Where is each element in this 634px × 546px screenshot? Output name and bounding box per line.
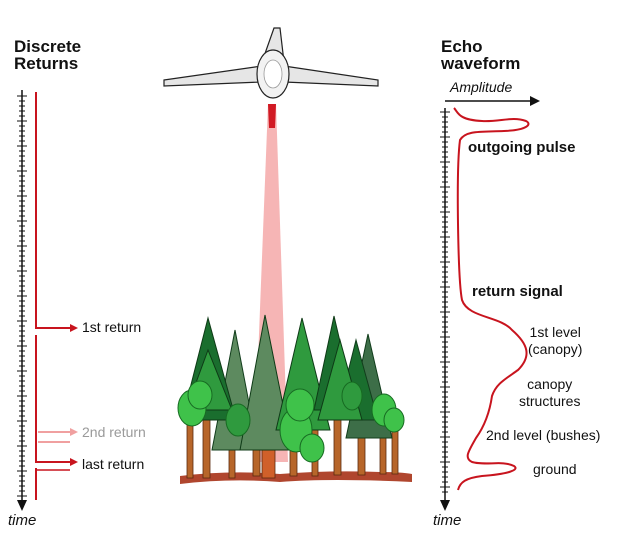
structures-line2: structures	[519, 393, 581, 409]
discrete-returns-trace	[35, 92, 78, 500]
first-return-label: 1st return	[82, 319, 142, 335]
amplitude-axis	[445, 96, 540, 106]
right-time-label: time	[433, 512, 462, 529]
right-axis-ticks	[440, 111, 450, 493]
echo-title-line2: waveform	[441, 54, 521, 73]
ground-strip	[180, 471, 412, 484]
deciduous-trees	[177, 380, 405, 463]
ground-label: ground	[533, 461, 577, 477]
echo-waveform-title: Echo waveform	[441, 38, 520, 72]
second-return-label: 2nd return	[82, 424, 146, 440]
canopy-structures-label: canopy structures	[519, 376, 580, 410]
echo-waveform-curve	[453, 107, 530, 491]
bushes-level-label: 2nd level (bushes)	[486, 427, 601, 443]
left-time-axis	[17, 90, 27, 511]
canopy-line2: (canopy)	[528, 341, 583, 357]
structures-line1: canopy	[527, 376, 573, 392]
left-axis-ticks	[17, 95, 27, 497]
discrete-title-line1: Discrete	[14, 37, 82, 56]
right-time-axis	[440, 108, 450, 511]
discrete-title-line2: Returns	[14, 54, 79, 73]
last-return-label: last return	[82, 456, 145, 472]
first-return-line	[35, 92, 70, 329]
airplane-icon	[163, 27, 379, 99]
beam-pulse	[268, 104, 276, 128]
amplitude-arrowhead	[530, 96, 540, 106]
last-return-arrow	[70, 458, 78, 466]
return-signal-label: return signal	[472, 283, 563, 300]
forest	[177, 314, 412, 484]
left-axis-arrowhead	[17, 500, 27, 511]
first-return-arrow	[70, 324, 78, 332]
discrete-returns-title: Discrete Returns	[14, 38, 81, 72]
left-time-label: time	[8, 512, 37, 529]
outgoing-pulse-label: outgoing pulse	[468, 139, 576, 156]
canopy-line1: 1st level	[529, 324, 581, 340]
right-axis-arrowhead	[440, 500, 450, 511]
last-return-line	[35, 335, 70, 463]
amplitude-label: Amplitude	[450, 79, 513, 95]
echo-title-line1: Echo	[441, 37, 483, 56]
second-return-arrow	[70, 428, 78, 436]
canopy-level-label: 1st level (canopy)	[528, 324, 582, 358]
